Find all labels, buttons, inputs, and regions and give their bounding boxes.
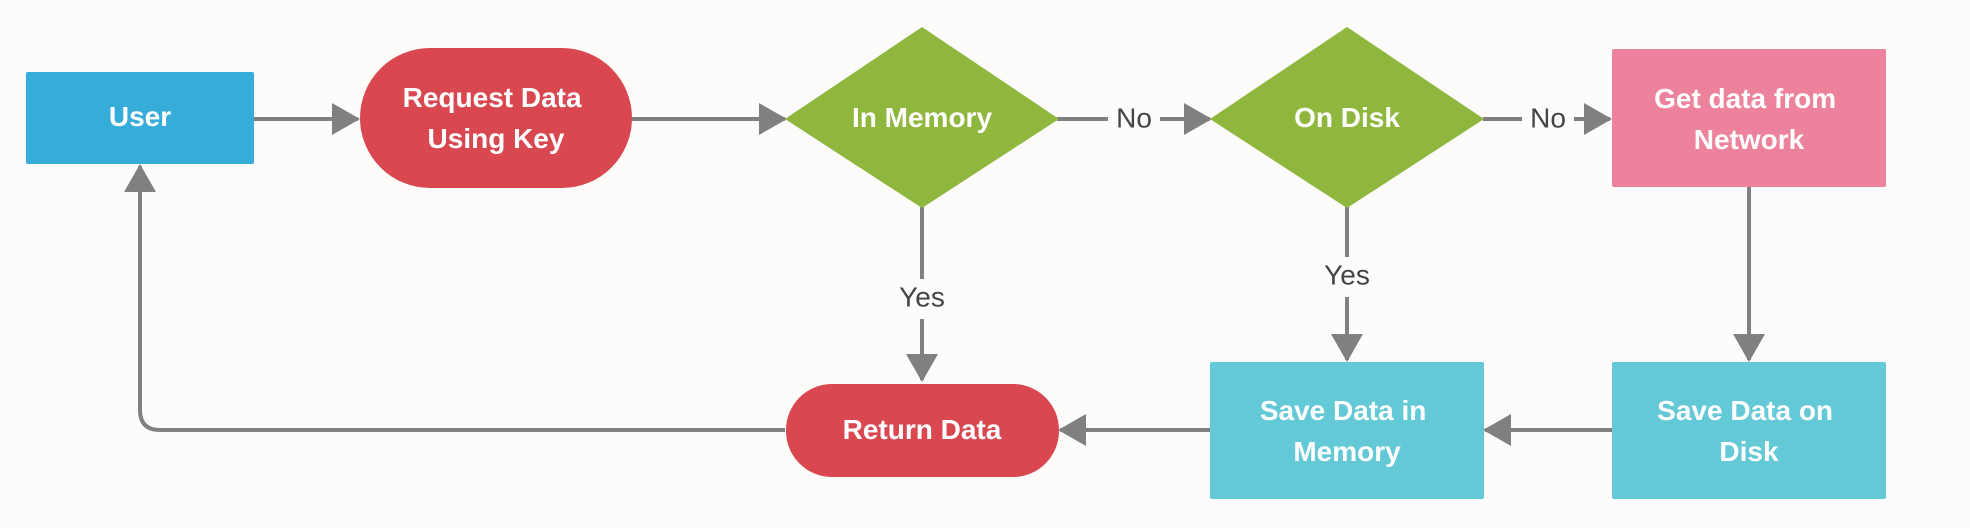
node-request-data-line-1: Request Data	[403, 82, 582, 113]
decision-on-disk-label: On Disk	[1294, 102, 1400, 133]
node-user: User	[26, 72, 254, 164]
node-save-on-disk-shape	[1612, 362, 1886, 499]
decision-on-disk-line-1: On Disk	[1294, 102, 1400, 133]
node-save-in-memory: Save Data in Memory	[1210, 362, 1484, 499]
edge-label-memory-yes: Yes	[899, 281, 945, 312]
node-save-on-disk-line-2: Disk	[1719, 436, 1779, 467]
node-request-data: Request Data Using Key	[360, 48, 632, 188]
node-return-data: Return Data	[786, 384, 1059, 477]
decision-on-disk-shape	[1210, 27, 1484, 208]
node-user-label: User	[109, 101, 171, 132]
node-get-from-network-shape	[1612, 49, 1886, 187]
label-bg-disk-yes	[1320, 257, 1374, 297]
label-bg-memory-no	[1108, 100, 1160, 138]
node-save-in-memory-label: Save Data in Memory	[1260, 395, 1434, 467]
decision-in-memory-shape	[785, 27, 1059, 208]
edge-label-disk-yes: Yes	[1324, 259, 1370, 290]
node-save-on-disk-label: Save Data on Disk	[1657, 395, 1841, 467]
edge-return-to-user	[124, 164, 785, 432]
node-return-data-shape	[786, 384, 1059, 477]
decision-in-memory: In Memory	[785, 27, 1059, 208]
node-save-in-memory-line-2: Memory	[1293, 436, 1401, 467]
node-request-data-line-2: Using Key	[428, 123, 565, 154]
node-user-shape	[26, 72, 254, 164]
node-save-on-disk-line-1: Save Data on	[1657, 395, 1833, 426]
decision-in-memory-line-1: In Memory	[852, 102, 992, 133]
node-get-from-network-label: Get data from Network	[1654, 83, 1844, 155]
node-get-from-network-line-2: Network	[1694, 124, 1805, 155]
decision-in-memory-label: In Memory	[852, 102, 992, 133]
node-get-from-network-line-1: Get data from	[1654, 83, 1836, 114]
edge-label-memory-no: No	[1116, 102, 1152, 133]
node-get-from-network: Get data from Network	[1612, 49, 1886, 187]
node-request-data-shape	[360, 48, 632, 188]
node-request-data-label: Request Data Using Key	[403, 82, 590, 154]
label-bg-disk-no	[1522, 100, 1574, 138]
node-user-line-1: User	[109, 101, 171, 132]
label-bg-memory-yes	[895, 279, 949, 319]
node-return-data-label: Return Data	[843, 414, 1002, 445]
node-return-data-line-1: Return Data	[843, 414, 1002, 445]
edge-label-disk-no: No	[1530, 102, 1566, 133]
node-save-on-disk: Save Data on Disk	[1612, 362, 1886, 499]
node-save-in-memory-line-1: Save Data in	[1260, 395, 1427, 426]
node-save-in-memory-shape	[1210, 362, 1484, 499]
decision-on-disk: On Disk	[1210, 27, 1484, 208]
